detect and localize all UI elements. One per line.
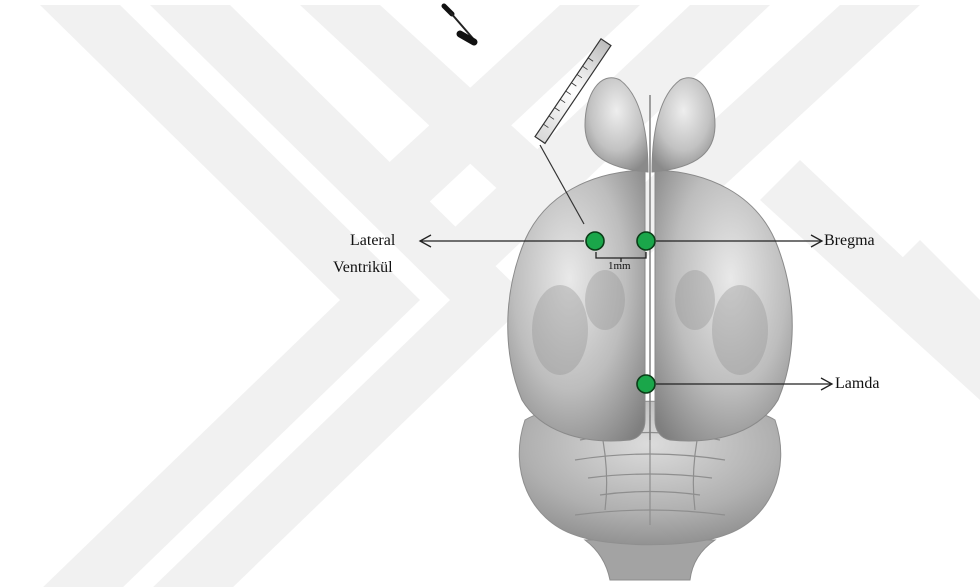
lateral-label-line1: Lateral [350, 231, 395, 251]
bregma-marker [637, 232, 655, 250]
lateral-ventricle-marker [586, 232, 604, 250]
lamda-label: Lamda [835, 374, 879, 394]
lamda-marker [637, 375, 655, 393]
scale-label: 1mm [608, 260, 631, 272]
bregma-label: Bregma [824, 231, 875, 251]
lateral-label-line2: Ventrikül [333, 258, 393, 278]
